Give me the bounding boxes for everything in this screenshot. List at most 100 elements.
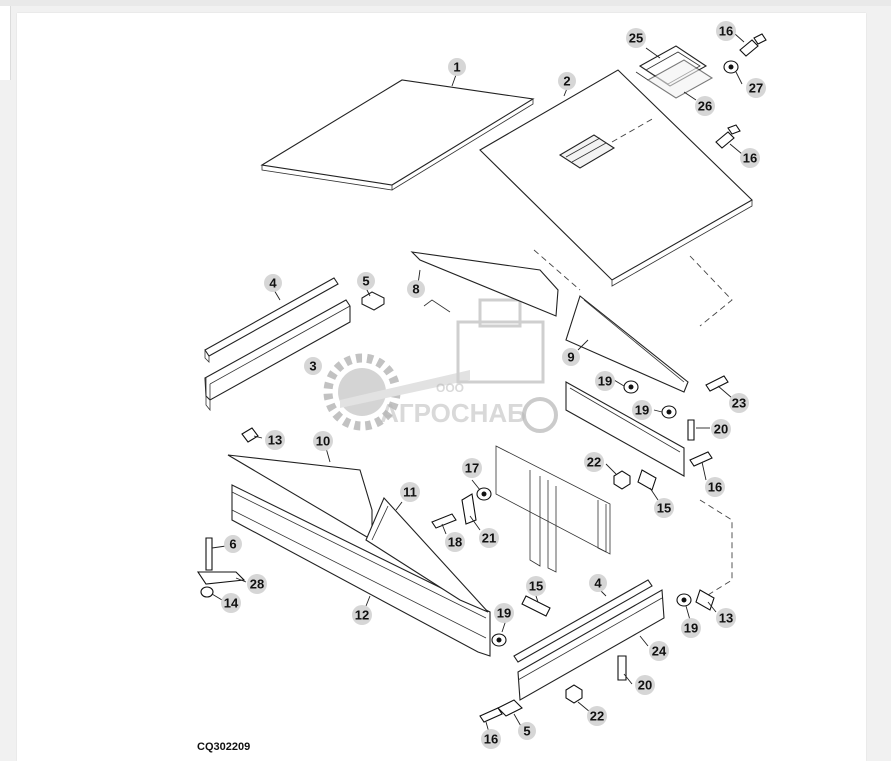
right-upper-rail bbox=[565, 381, 685, 477]
mesh-screen bbox=[495, 445, 611, 573]
callout-9: 9 bbox=[562, 348, 580, 366]
svg-text:23: 23 bbox=[732, 396, 746, 411]
svg-text:26: 26 bbox=[698, 99, 712, 114]
svg-text:16: 16 bbox=[708, 480, 722, 495]
part-11-triangle bbox=[365, 496, 489, 613]
svg-text:5: 5 bbox=[362, 274, 369, 289]
top-bar bbox=[0, 0, 891, 6]
svg-text:5: 5 bbox=[523, 724, 530, 739]
svg-text:19: 19 bbox=[598, 374, 612, 389]
svg-text:28: 28 bbox=[250, 577, 264, 592]
svg-text:4: 4 bbox=[269, 276, 277, 291]
part-3-4-left-rails bbox=[204, 277, 351, 412]
callout-19: 19 bbox=[632, 400, 652, 420]
callouts: 1 2 25 16 27 26 16 4 5 8 3 9 19 23 19 20… bbox=[221, 21, 766, 749]
callout-1: 1 bbox=[448, 58, 466, 76]
callout-21: 21 bbox=[479, 528, 499, 548]
svg-text:10: 10 bbox=[316, 434, 330, 449]
callout-10: 10 bbox=[313, 431, 333, 451]
callout-4: 4 bbox=[589, 574, 607, 592]
part-5-bracket-top bbox=[361, 291, 385, 311]
callout-27: 27 bbox=[746, 78, 766, 98]
part-8-side-panel bbox=[410, 251, 559, 317]
callout-11: 11 bbox=[400, 482, 420, 502]
callout-16: 16 bbox=[740, 148, 760, 168]
callout-3: 3 bbox=[304, 357, 322, 375]
part-1-top-panel bbox=[260, 79, 535, 191]
svg-text:9: 9 bbox=[567, 350, 574, 365]
callout-13: 13 bbox=[716, 608, 736, 628]
hardware-fasteners bbox=[196, 375, 729, 723]
svg-text:20: 20 bbox=[638, 678, 652, 693]
svg-text:16: 16 bbox=[743, 151, 757, 166]
callout-24: 24 bbox=[649, 641, 669, 661]
callout-13: 13 bbox=[265, 430, 285, 450]
svg-text:13: 13 bbox=[719, 611, 733, 626]
svg-text:14: 14 bbox=[224, 596, 239, 611]
callout-19: 19 bbox=[494, 603, 514, 623]
callout-22: 22 bbox=[584, 452, 604, 472]
callout-18: 18 bbox=[445, 532, 465, 552]
callout-25: 25 bbox=[626, 28, 646, 48]
svg-text:25: 25 bbox=[629, 31, 643, 46]
callout-28: 28 bbox=[247, 574, 267, 594]
callout-12: 12 bbox=[352, 605, 372, 625]
svg-text:22: 22 bbox=[587, 455, 601, 470]
svg-text:15: 15 bbox=[657, 501, 671, 516]
part-25-26-window bbox=[635, 45, 714, 99]
watermark-main-text: АГРОСНАБ bbox=[380, 398, 526, 428]
callout-16: 16 bbox=[716, 21, 736, 41]
svg-text:4: 4 bbox=[594, 576, 602, 591]
callout-26: 26 bbox=[695, 96, 715, 116]
svg-text:17: 17 bbox=[465, 461, 479, 476]
callout-20: 20 bbox=[635, 675, 655, 695]
svg-text:19: 19 bbox=[497, 606, 511, 621]
svg-text:18: 18 bbox=[448, 535, 462, 550]
svg-text:15: 15 bbox=[529, 579, 543, 594]
callout-5: 5 bbox=[518, 722, 536, 740]
watermark-small-text: ООО bbox=[436, 381, 464, 395]
svg-text:21: 21 bbox=[482, 531, 496, 546]
assembly-guide-lines bbox=[533, 249, 733, 601]
svg-text:19: 19 bbox=[635, 403, 649, 418]
callout-4: 4 bbox=[264, 274, 282, 292]
svg-text:1: 1 bbox=[453, 60, 460, 75]
svg-text:20: 20 bbox=[714, 422, 728, 437]
svg-text:3: 3 bbox=[309, 359, 316, 374]
svg-text:8: 8 bbox=[412, 282, 419, 297]
callout-20: 20 bbox=[711, 419, 731, 439]
part-4-24-right-lower-rail bbox=[513, 579, 665, 701]
callout-22: 22 bbox=[587, 706, 607, 726]
callout-16: 16 bbox=[705, 477, 725, 497]
svg-text:24: 24 bbox=[652, 644, 667, 659]
svg-text:12: 12 bbox=[355, 608, 369, 623]
svg-text:22: 22 bbox=[590, 709, 604, 724]
callout-16: 16 bbox=[481, 729, 501, 749]
part-2-rear-panel bbox=[479, 69, 753, 287]
hardware-top-right bbox=[715, 33, 767, 149]
left-panel-edge bbox=[0, 6, 11, 80]
svg-text:13: 13 bbox=[268, 433, 282, 448]
svg-text:16: 16 bbox=[484, 732, 498, 747]
svg-text:6: 6 bbox=[229, 537, 236, 552]
callout-23: 23 bbox=[729, 393, 749, 413]
leader-lines bbox=[211, 33, 745, 737]
callout-15: 15 bbox=[526, 576, 546, 596]
svg-text:19: 19 bbox=[684, 621, 698, 636]
svg-text:2: 2 bbox=[563, 74, 570, 89]
callout-14: 14 bbox=[221, 593, 241, 613]
svg-text:11: 11 bbox=[403, 485, 417, 500]
svg-text:16: 16 bbox=[719, 24, 733, 39]
callout-19: 19 bbox=[681, 618, 701, 638]
svg-text:27: 27 bbox=[749, 81, 763, 96]
watermark-logo: ООО АГРОСНАБ bbox=[323, 298, 558, 433]
part-9-gusset-panel bbox=[565, 295, 689, 393]
callout-5: 5 bbox=[357, 272, 375, 290]
diagram-code: CQ302209 bbox=[197, 741, 250, 753]
part-10-12-front-panel bbox=[227, 454, 491, 657]
callout-17: 17 bbox=[462, 458, 482, 478]
callout-6: 6 bbox=[224, 535, 242, 553]
callout-19: 19 bbox=[595, 371, 615, 391]
callout-8: 8 bbox=[407, 280, 425, 298]
